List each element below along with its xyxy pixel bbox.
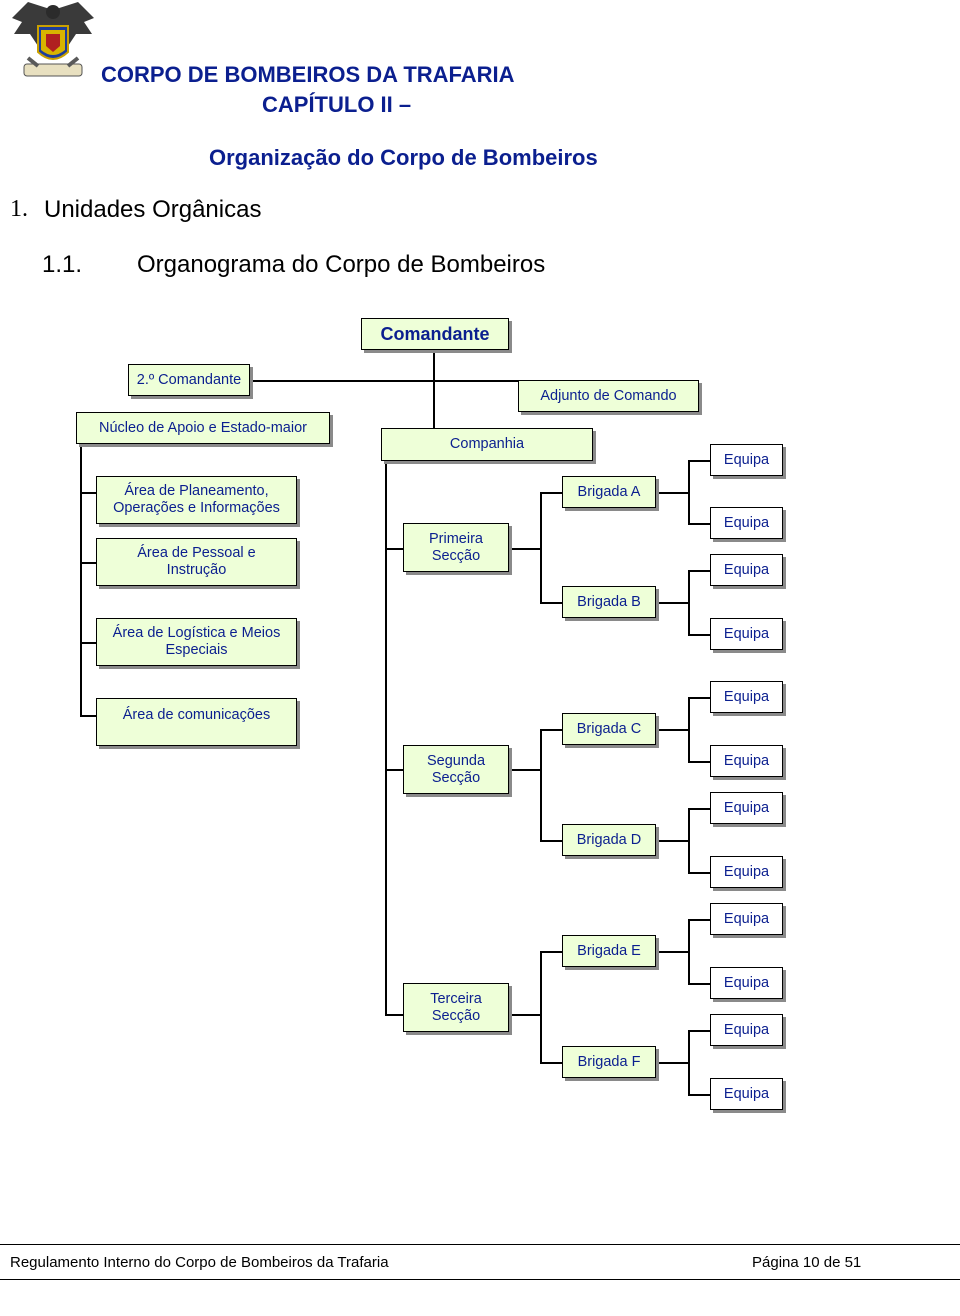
segunda-seccao-box: Segunda Secção [403, 745, 509, 794]
chapter-heading: CAPÍTULO II – [262, 92, 412, 117]
area-planeamento-box: Área de Planeamento, Operações e Informa… [96, 476, 297, 524]
equipa-box: Equipa [710, 967, 783, 999]
nucleo-apoio-box: Núcleo de Apoio e Estado-maior [76, 412, 330, 444]
equipa-box: Equipa [710, 681, 783, 713]
equipa-box: Equipa [710, 903, 783, 935]
page-footer: Regulamento Interno do Corpo de Bombeiro… [0, 1244, 960, 1280]
companhia-box: Companhia [381, 428, 593, 461]
equipa-box: Equipa [710, 1078, 783, 1110]
brigada-d-box: Brigada D [562, 824, 656, 856]
area-pessoal-box: Área de Pessoal e Instrução [96, 538, 297, 586]
terceira-seccao-box: Terceira Secção [403, 983, 509, 1032]
brigada-f-box: Brigada F [562, 1046, 656, 1078]
area-logistica-box: Área de Logística e Meios Especiais [96, 618, 297, 666]
equipa-box: Equipa [710, 856, 783, 888]
brigada-c-box: Brigada C [562, 713, 656, 745]
equipa-box: Equipa [710, 745, 783, 777]
equipa-box: Equipa [710, 444, 783, 476]
primeira-seccao-box: Primeira Secção [403, 523, 509, 572]
chapter-title: Organização do Corpo de Bombeiros [209, 145, 598, 170]
subsection-title: Organograma do Corpo de Bombeiros [137, 251, 546, 278]
section-number: 1. [10, 196, 28, 222]
comandante-box: Comandante [361, 318, 509, 350]
section-title: Unidades Orgânicas [44, 196, 262, 223]
subsection-number: 1.1. [42, 251, 83, 278]
brigada-e-box: Brigada E [562, 935, 656, 967]
brigada-b-box: Brigada B [562, 586, 656, 618]
brigada-a-box: Brigada A [562, 476, 656, 508]
area-comunicacoes-box: Área de comunicações [96, 698, 297, 746]
equipa-box: Equipa [710, 1014, 783, 1046]
adjunto-comando-box: Adjunto de Comando [518, 380, 699, 412]
footer-document-title: Regulamento Interno do Corpo de Bombeiro… [10, 1254, 389, 1271]
equipa-box: Equipa [710, 554, 783, 586]
org-name: CORPO DE BOMBEIROS DA TRAFARIA [101, 62, 515, 87]
equipa-box: Equipa [710, 507, 783, 539]
corps-crest-logo [8, 0, 98, 86]
segundo-comandante-box: 2.º Comandante [128, 364, 250, 396]
equipa-box: Equipa [710, 618, 783, 650]
equipa-box: Equipa [710, 792, 783, 824]
footer-page-number: Página 10 de 51 [752, 1254, 862, 1271]
